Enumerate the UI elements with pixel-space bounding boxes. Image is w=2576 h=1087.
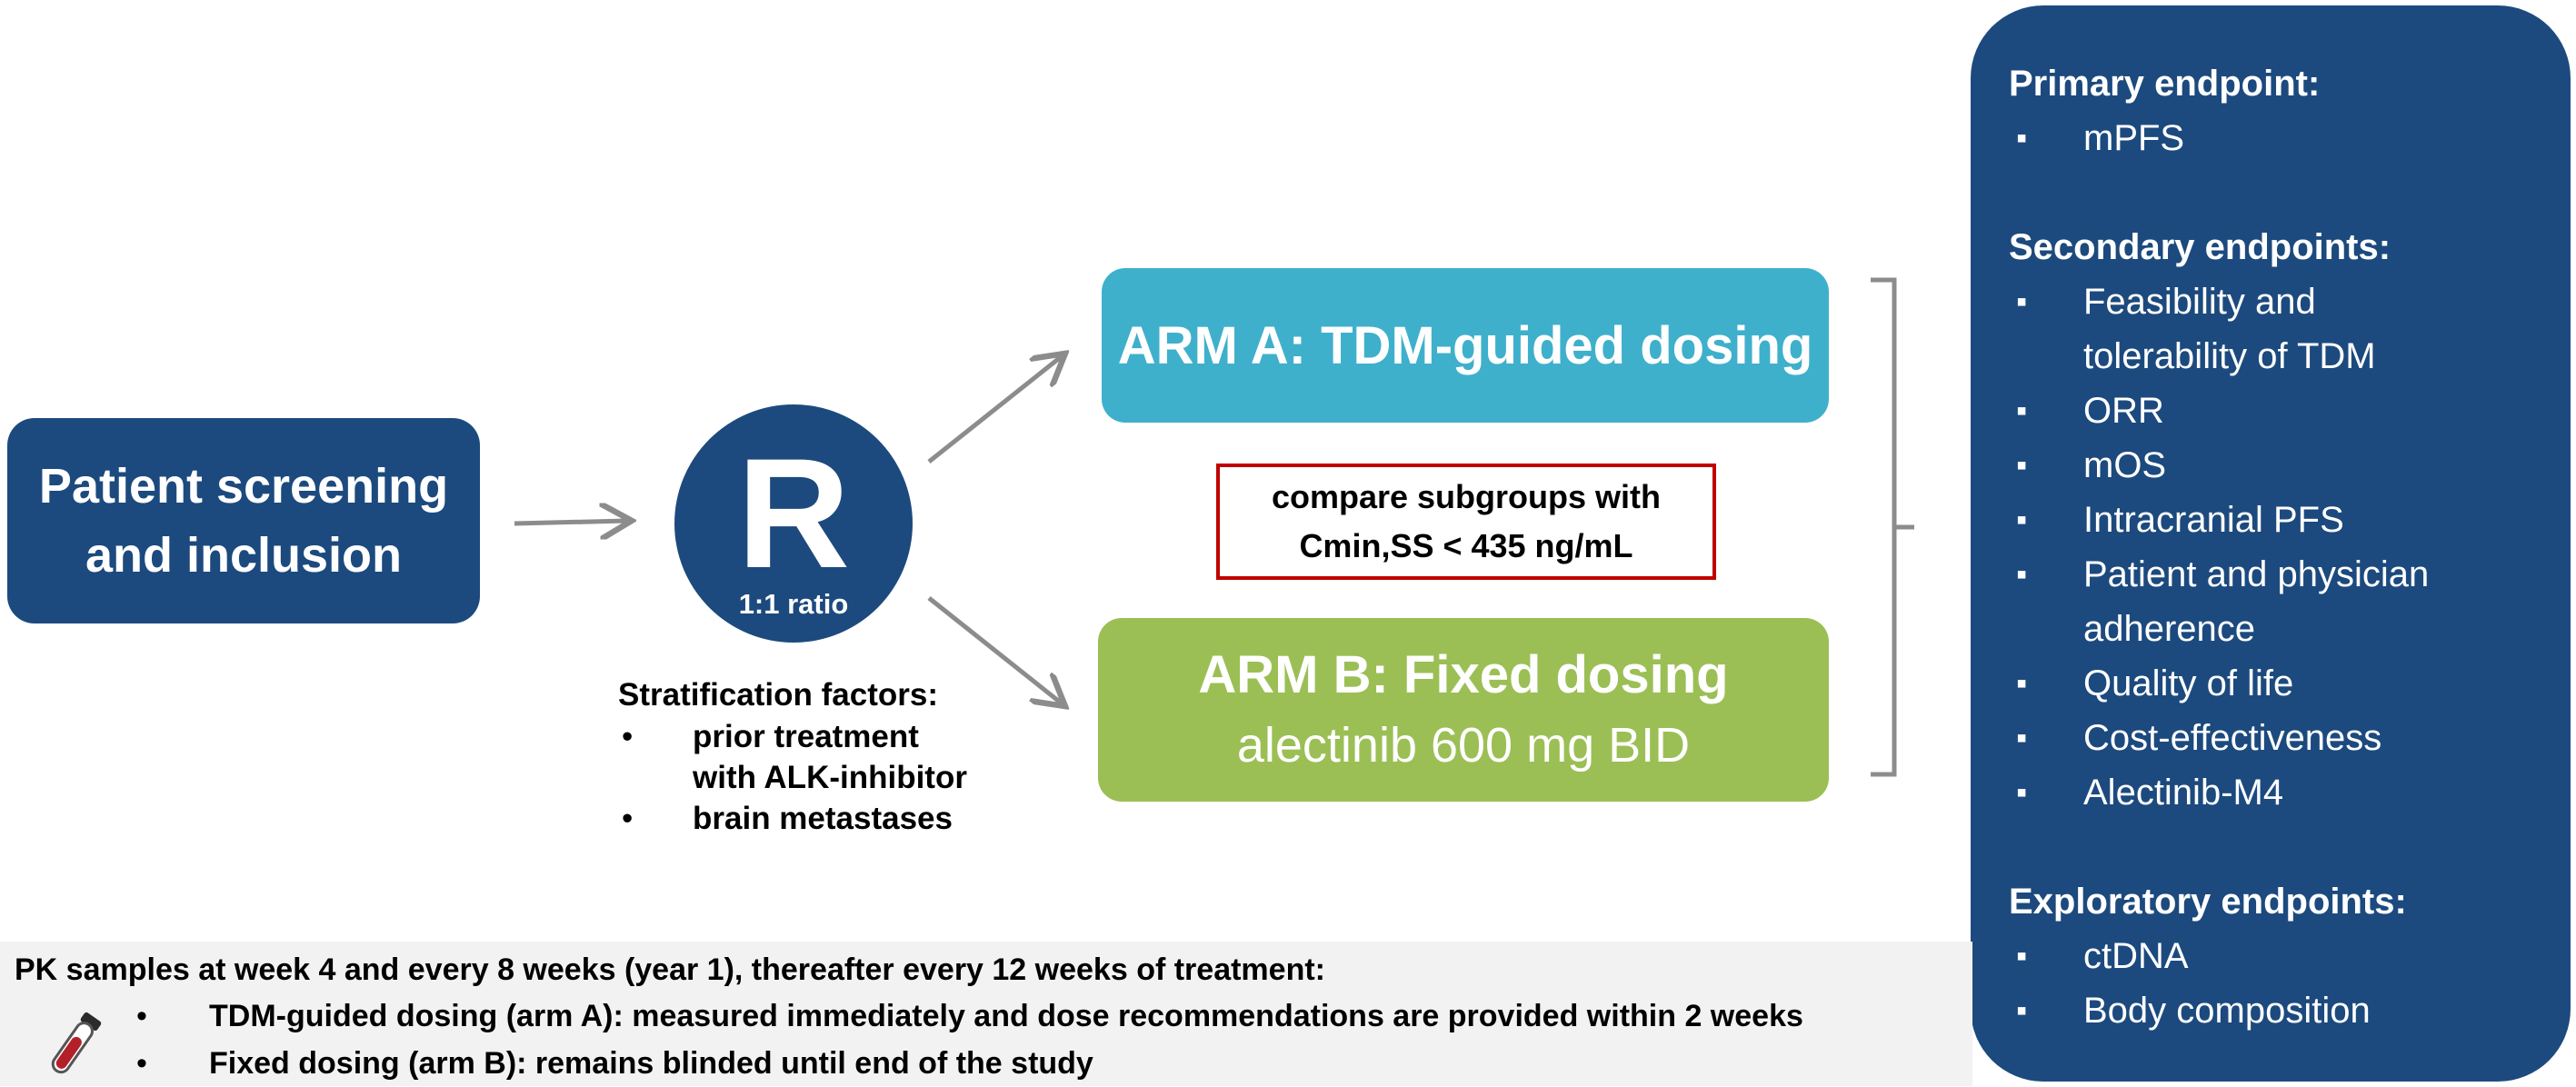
pk-samples-item-text: Fixed dosing (arm B): remains blinded un… [209,1046,1093,1081]
arm-b-subtitle: alectinib 600 mg BID [1236,718,1691,773]
endpoint-item: ▪ Quality of life [2009,656,2571,711]
bullet: • [136,999,147,1033]
blood-sample-tube-icon [51,1012,102,1074]
arm-a-label: ARM A: TDM-guided dosing [1117,315,1813,375]
exploratory-endpoints-heading: Exploratory endpoints: [2009,882,2407,922]
endpoint-item-text: adherence [2083,609,2256,649]
endpoint-item: ▪ Feasibility and tolerability of TDM [2009,274,2571,384]
square-bullet-icon: ▪ [2016,503,2028,537]
endpoint-item: ▪ ctDNA [2009,929,2571,983]
endpoint-item-text: ctDNA [2083,936,2189,976]
square-bullet-icon: ▪ [2016,993,2028,1028]
pk-samples-item: • Fixed dosing (arm B): remains blinded … [15,1040,1969,1087]
screening-line-2: and inclusion [85,528,403,583]
bullet: • [622,801,634,836]
arm-a-box: ARM A: TDM-guided dosing [1102,268,1829,423]
stratification-item-line: with ALK-inhibitor [693,760,967,795]
endpoint-item-text: Patient and physician [2083,554,2430,594]
compare-line-2: Cmin,SS < 435 ng/mL [1299,527,1633,564]
stratification-item: • brain metastases [618,798,1036,839]
bracket-arms-to-endpoints [1871,277,1914,777]
stratification-item-line: prior treatment [693,719,919,754]
endpoint-item: ▪ Alectinib-M4 [2009,765,2571,820]
endpoint-item: ▪ Cost-effectiveness [2009,711,2571,765]
arm-b-title: ARM B: Fixed dosing [1198,645,1729,704]
endpoint-item-text: Cost-effectiveness [2083,718,2382,758]
pk-samples-title: PK samples at week 4 and every 8 weeks (… [15,952,1325,987]
stratification-title: Stratification factors: [618,677,938,713]
stratification-item-line: brain metastases [693,801,953,836]
endpoint-item-text: Body composition [2083,991,2371,1031]
bullet: • [136,1046,147,1081]
endpoint-item: ▪ mOS [2009,438,2571,493]
square-bullet-icon: ▪ [2016,775,2028,810]
arrow-randomization-to-arm-a [927,356,1062,464]
pk-samples-note: PK samples at week 4 and every 8 weeks (… [15,947,1969,1087]
square-bullet-icon: ▪ [2016,721,2028,755]
endpoint-item: ▪ mPFS [2009,111,2571,165]
endpoint-item-text: Intracranial PFS [2083,500,2344,540]
endpoints-panel: Primary endpoint: ▪ mPFS Secondary endpo… [1971,5,2571,1082]
stratification-item: • prior treatment with ALK-inhibitor [618,716,1036,798]
square-bullet-icon: ▪ [2016,557,2028,592]
endpoint-item-text: mOS [2083,445,2167,485]
arrow-screening-to-randomization [514,521,627,524]
square-bullet-icon: ▪ [2016,666,2028,701]
square-bullet-icon: ▪ [2016,284,2028,319]
patient-screening-box: Patient screening and inclusion [7,418,480,623]
pk-samples-band [0,942,1972,1086]
endpoint-item-text: ORR [2083,391,2164,431]
square-bullet-icon: ▪ [2016,121,2028,155]
square-bullet-icon: ▪ [2016,394,2028,428]
endpoint-item-text: Feasibility and [2083,282,2316,322]
square-bullet-icon: ▪ [2016,939,2028,973]
endpoint-item-text: Quality of life [2083,663,2294,703]
endpoint-item-text: tolerability of TDM [2083,336,2376,376]
endpoint-item-text: Alectinib-M4 [2083,773,2284,813]
square-bullet-icon: ▪ [2016,448,2028,483]
endpoint-item: ▪ ORR [2009,384,2571,438]
secondary-endpoints-heading: Secondary endpoints: [2009,227,2391,267]
compare-line-1: compare subgroups with [1271,478,1662,515]
arm-b-box: ARM B: Fixed dosing alectinib 600 mg BID [1098,618,1829,802]
endpoint-item-text: mPFS [2083,118,2185,158]
primary-endpoint-heading: Primary endpoint: [2009,64,2321,104]
stratification-factors: Stratification factors: • prior treatmen… [618,674,1036,839]
endpoint-item: ▪ Patient and physician adherence [2009,547,2571,656]
pk-samples-item: • TDM-guided dosing (arm A): measured im… [15,992,1969,1040]
endpoint-item: ▪ Intracranial PFS [2009,493,2571,547]
pk-samples-item-text: TDM-guided dosing (arm A): measured imme… [209,999,1803,1033]
randomization-circle: R 1:1 ratio [674,404,913,643]
compare-subgroups-box: compare subgroups with Cmin,SS < 435 ng/… [1216,464,1716,580]
endpoint-item: ▪ Body composition [2009,983,2571,1038]
arrow-randomization-to-arm-b [927,596,1062,703]
randomization-ratio: 1:1 ratio [738,588,849,620]
bullet: • [622,719,634,754]
randomization-letter: R [736,426,851,601]
screening-line-1: Patient screening [38,459,449,514]
